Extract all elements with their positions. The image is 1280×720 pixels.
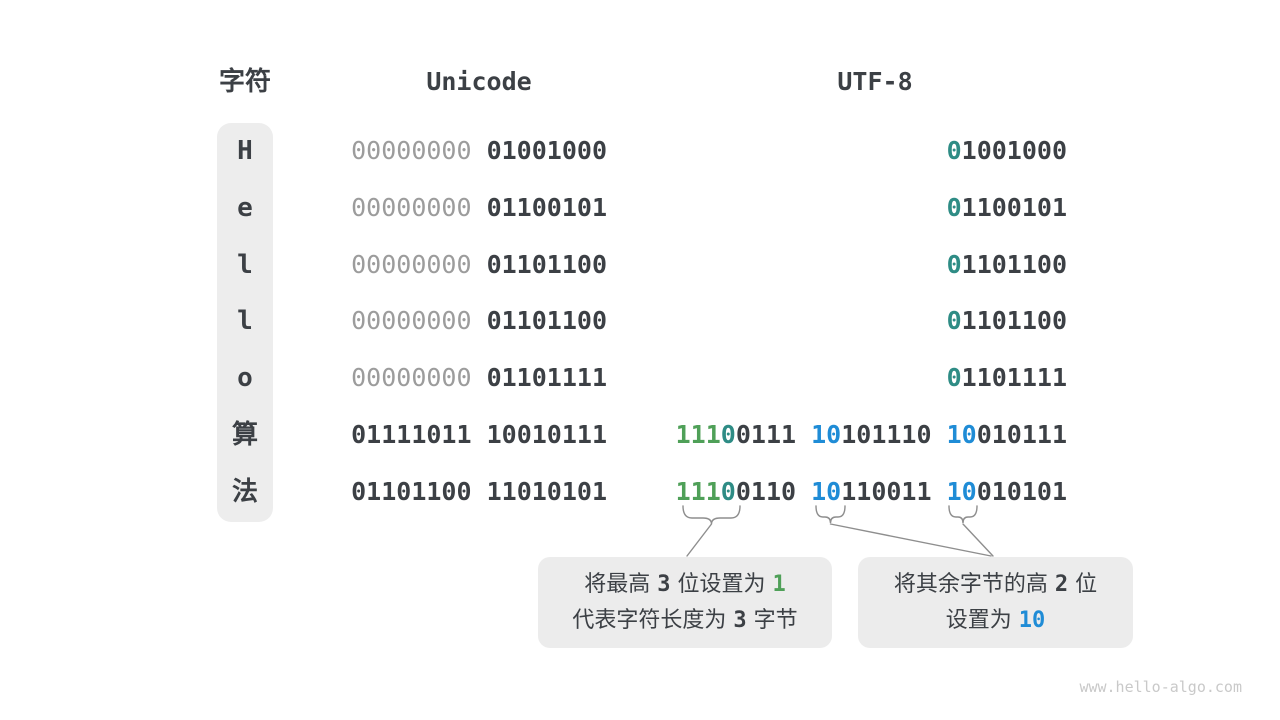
bit-segment-dark: 101110 <box>841 420 947 449</box>
bit-segment-green: 111 <box>675 420 721 449</box>
bit-segment-gray: 00000000 <box>351 136 472 165</box>
character-cell: H <box>237 136 253 166</box>
bit-segment-dark: 01101100 <box>471 250 607 279</box>
bit-segment-gray: 00000000 <box>351 250 472 279</box>
character-cell: o <box>237 363 253 393</box>
bit-segment-dark: 0110 <box>735 477 812 506</box>
bit-segment-blue: 10 <box>946 477 977 506</box>
bit-segment-teal: 0 <box>946 363 962 392</box>
connector-line-leading <box>686 523 713 557</box>
bit-segment-gray: 00000000 <box>351 193 472 222</box>
bit-segment-teal: 0 <box>946 250 962 279</box>
unicode-bits: 00000000 01100101 <box>280 189 607 227</box>
bit-segment-dark: 110011 <box>841 477 947 506</box>
callout-segment-green: 1 <box>772 571 786 597</box>
utf8-bits: 01101100 <box>600 302 1067 340</box>
column-header-utf8: UTF-8 <box>837 67 913 96</box>
connector-line-cont-3 <box>962 523 994 557</box>
bit-segment-gray: 00000000 <box>351 363 472 392</box>
bit-segment-teal: 0 <box>720 477 736 506</box>
callout-segment-text: 字节 <box>753 607 798 633</box>
utf8-bits: 11100110 10110011 10010101 <box>600 473 1067 511</box>
bit-segment-dark: 01111011 10010111 <box>351 420 607 449</box>
bit-segment-blue: 10 <box>811 477 842 506</box>
character-cell: e <box>237 193 253 223</box>
bit-segment-dark: 01101100 11010101 <box>351 477 607 506</box>
bit-segment-dark: 1101111 <box>961 363 1067 392</box>
callout-segment-digit: 2 <box>1054 571 1069 597</box>
utf8-bits: 11100111 10101110 10010111 <box>600 416 1067 454</box>
bit-segment-green: 111 <box>675 477 721 506</box>
character-cell: 法 <box>231 477 258 507</box>
unicode-bits: 01101100 11010101 <box>280 473 607 511</box>
watermark: www.hello-algo.com <box>1079 678 1242 696</box>
bit-segment-teal: 0 <box>946 136 962 165</box>
utf8-bits: 01100101 <box>600 189 1067 227</box>
bit-segment-teal: 0 <box>946 306 962 335</box>
bit-segment-dark: 010111 <box>976 420 1067 449</box>
callout-segment-text: 位设置为 <box>677 571 766 597</box>
character-cell: l <box>237 250 253 280</box>
column-header-unicode: Unicode <box>426 67 532 96</box>
callout-segment-text: 设置为 <box>945 607 1012 633</box>
callout-segment-digit: 3 <box>733 607 747 633</box>
bit-segment-gray: 00000000 <box>351 306 472 335</box>
bit-segment-dark: 01100101 <box>471 193 607 222</box>
utf8-bits: 01001000 <box>600 132 1067 170</box>
bit-segment-blue: 10 <box>811 420 842 449</box>
bit-segment-blue: 10 <box>946 420 977 449</box>
unicode-bits: 00000000 01101111 <box>280 359 607 397</box>
callout-segment-text: 位 <box>1075 571 1098 597</box>
unicode-bits: 00000000 01001000 <box>280 132 607 170</box>
utf8-bits: 01101111 <box>600 359 1067 397</box>
unicode-bits: 00000000 01101100 <box>280 302 607 340</box>
bit-segment-dark: 1100101 <box>961 193 1067 222</box>
bit-segment-dark: 01101100 <box>471 306 607 335</box>
callout-segment-text: 将其余字节的高 <box>893 571 1048 597</box>
unicode-bits: 00000000 01101100 <box>280 246 607 284</box>
column-header-character: 字符 <box>218 67 271 97</box>
bit-segment-dark: 01101111 <box>471 363 607 392</box>
bit-segment-dark: 1101100 <box>961 306 1067 335</box>
callout-segment-text: 将最高 <box>584 571 651 597</box>
character-cell: 算 <box>231 420 258 450</box>
bit-segment-dark: 1101100 <box>961 250 1067 279</box>
character-column-background <box>217 123 273 522</box>
connector-line-cont-2 <box>829 523 992 557</box>
bit-segment-dark: 01001000 <box>471 136 607 165</box>
bit-segment-dark: 0111 <box>735 420 812 449</box>
bit-segment-dark: 010101 <box>976 477 1067 506</box>
callout-segment-digit: 3 <box>657 571 671 597</box>
callout-segment-blue: 10 <box>1018 607 1046 633</box>
unicode-bits: 01111011 10010111 <box>280 416 607 454</box>
bit-segment-teal: 0 <box>946 193 962 222</box>
bit-segment-dark: 1001000 <box>961 136 1067 165</box>
callout-segment-text: 代表字符长度为 <box>572 607 727 633</box>
character-cell: l <box>237 306 253 336</box>
bit-segment-teal: 0 <box>720 420 736 449</box>
utf8-bits: 01101100 <box>600 246 1067 284</box>
